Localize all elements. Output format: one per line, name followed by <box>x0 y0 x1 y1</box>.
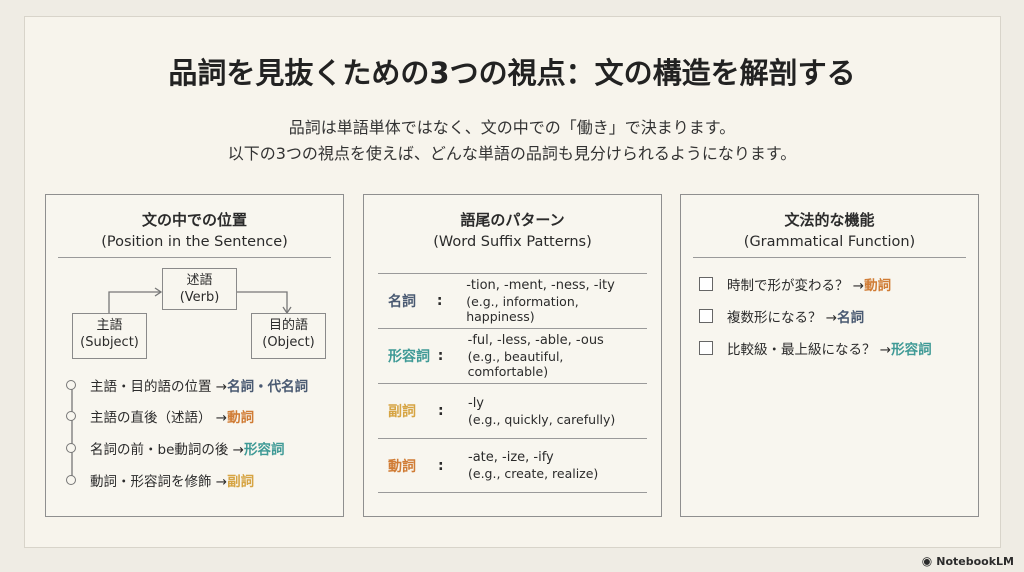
card-subtitle: (Position in the Sentence) <box>101 234 288 250</box>
suffix-row-adjective: 形容詞:-ful, -less, -able, -ous(e.g., beaut… <box>378 328 647 383</box>
divider <box>693 257 966 258</box>
card-title: 語尾のパターン <box>460 211 565 229</box>
checkbox-icon <box>699 309 713 323</box>
card-subtitle: (Grammatical Function) <box>743 234 916 250</box>
card-title: 文の中での位置 <box>141 211 247 229</box>
card-title: 文法的な機能 <box>784 211 875 229</box>
list-item: 名詞の前・be動詞の後 → 形容詞 <box>66 438 284 458</box>
suffix-row-noun: 名詞:-tion, -ment, -ness, -ity(e.g., infor… <box>378 273 647 328</box>
list-item: 主語・目的語の位置 → 名詞・代名詞 <box>66 375 308 395</box>
checkbox-icon <box>699 341 713 355</box>
card-function: 文法的な機能 (Grammatical Function) 時制で形が変わる？ … <box>680 194 979 517</box>
checklist-item: 時制で形が変わる？ → 動詞 <box>699 274 891 294</box>
subject-box: 主語(Subject) <box>72 313 147 359</box>
list-item: 主語の直後（述語） → 動詞 <box>66 406 254 426</box>
verb-box: 述語(Verb) <box>162 268 237 310</box>
suffix-row-verb: 動詞:-ate, -ize, -ify(e.g., create, realiz… <box>378 438 647 493</box>
card-subtitle: (Word Suffix Patterns) <box>433 234 592 250</box>
checklist-item: 複数形になる？ → 名詞 <box>699 306 864 326</box>
card-position: 文の中での位置 (Position in the Sentence) 述語(Ve… <box>45 194 344 517</box>
list-item: 動詞・形容詞を修飾 → 副詞 <box>66 470 254 490</box>
suffix-row-adverb: 副詞:-ly(e.g., quickly, carefully) <box>378 383 647 438</box>
notebooklm-icon: ◉ <box>921 554 933 568</box>
checklist-item: 比較級・最上級になる？ → 形容詞 <box>699 338 932 358</box>
object-box: 目的語(Object) <box>251 313 326 359</box>
diagram-arrows <box>71 287 292 478</box>
divider <box>58 257 331 258</box>
subtitle-line-2: 以下の3つの視点を使えば、どんな単語の品詞も見分けられるようになります。 <box>227 144 797 163</box>
card-suffix: 語尾のパターン (Word Suffix Patterns) 名詞:-tion,… <box>363 194 662 517</box>
notebooklm-logo: ◉NotebookLM <box>921 554 1014 568</box>
subtitle-line-1: 品詞は単語単体ではなく、文の中での「働き」で決まります。 <box>288 118 736 137</box>
slide-title: 品詞を見抜くための3つの視点：文の構造を解剖する <box>168 56 856 90</box>
checkbox-icon <box>699 277 713 291</box>
